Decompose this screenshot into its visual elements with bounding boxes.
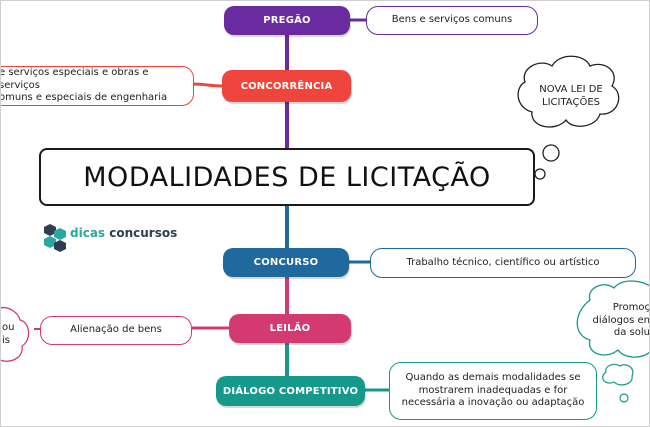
desc-leilao-text: Alienação de bens	[70, 324, 162, 336]
node-pregao-label: PREGÃO	[263, 15, 311, 26]
logo-text: dicas concursos	[70, 226, 177, 240]
cloud-left-line1: ou	[2, 322, 15, 333]
node-concorrencia-label: CONCORRÊNCIA	[240, 80, 333, 92]
desc-pregao-text: Bens e serviços comuns	[391, 14, 513, 26]
logo-text-part2: concursos	[109, 226, 178, 240]
node-pregao: PREGÃO	[224, 6, 350, 35]
desc-concorrencia: e serviços especiais e obras e serviços …	[0, 66, 194, 106]
cloud-right-bubble	[602, 363, 634, 386]
logo: dicas concursos	[70, 226, 177, 240]
cloud-top-line1: NOVA LEI DE	[539, 84, 603, 95]
central-title: MODALIDADES DE LICITAÇÃO	[39, 148, 535, 206]
node-leilao-label: LEILÃO	[269, 323, 311, 334]
desc-concurso-text: Trabalho técnico, científico ou artístic…	[406, 256, 600, 268]
desc-concorrencia-line1: e serviços especiais e obras e serviços	[0, 67, 149, 91]
desc-pregao: Bens e serviços comuns	[366, 6, 538, 35]
node-concorrencia: CONCORRÊNCIA	[222, 70, 351, 102]
desc-concorrencia-line2: omuns e especiais de engenharia	[0, 92, 168, 104]
cloud-left-shape	[0, 306, 30, 362]
desc-dialogo-line2: mostrarem inadequadas e for	[418, 384, 568, 396]
cloud-right-line2: diálogos en	[592, 314, 650, 326]
desc-leilao: Alienação de bens	[40, 316, 192, 345]
branch-concorrencia	[192, 82, 223, 88]
cloud-top-line2: LICITAÇÕES	[542, 96, 600, 108]
cloud-right-text: Promoç diálogos en da solu	[590, 302, 650, 340]
cloud-top-shape	[517, 55, 620, 128]
cloud-top-text: NOVA LEI DE LICITAÇÕES	[528, 84, 614, 109]
node-leilao: LEILÃO	[229, 314, 351, 343]
logo-mark	[44, 224, 66, 252]
node-concurso-label: CONCURSO	[253, 257, 319, 268]
cloud-bubble	[534, 168, 546, 180]
cloud-right-line3: da solu	[613, 327, 650, 338]
node-concurso: CONCURSO	[223, 248, 349, 277]
cloud-right-shape	[576, 280, 650, 358]
cloud-bubble	[542, 144, 560, 162]
logo-text-part1: dicas	[70, 226, 106, 240]
cloud-left-line2: is	[2, 334, 10, 346]
node-dialogo-label: DIÁLOGO COMPETITIVO	[222, 385, 359, 397]
cloud-left-text: ou is	[2, 322, 16, 347]
desc-concurso: Trabalho técnico, científico ou artístic…	[370, 248, 636, 278]
node-dialogo-competitivo: DIÁLOGO COMPETITIVO	[216, 376, 365, 406]
desc-dialogo-line1: Quando as demais modalidades se	[405, 372, 581, 384]
desc-dialogo: Quando as demais modalidades se mostrare…	[389, 362, 597, 420]
cloud-bubble	[619, 393, 629, 403]
desc-dialogo-line3: necessária a inovação ou adaptação	[401, 397, 585, 409]
cloud-right-line1: Promoç	[612, 302, 650, 313]
